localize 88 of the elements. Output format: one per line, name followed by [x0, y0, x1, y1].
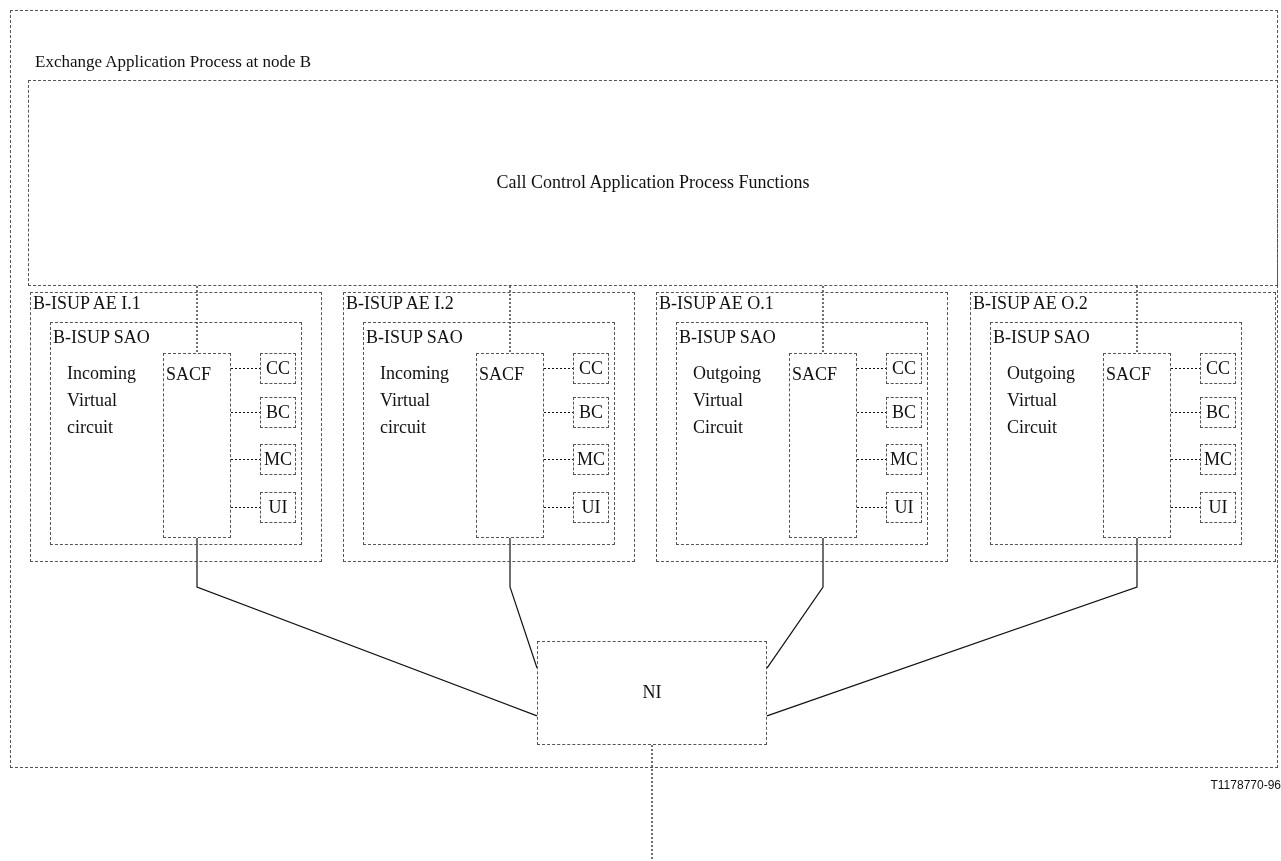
box-label: B-ISUP AE I.2: [346, 292, 454, 315]
box-label: UI: [268, 496, 288, 519]
dotted-box: [343, 292, 635, 562]
connector-line: [1170, 367, 1201, 370]
connector-line: [509, 537, 538, 669]
connector-line: [230, 411, 261, 414]
connector-line: [766, 537, 1138, 717]
dotted-box: [1200, 492, 1236, 523]
connector-line: [543, 367, 574, 370]
dotted-box: [28, 80, 1278, 286]
connector-line: [856, 411, 887, 414]
connector-line: [1170, 458, 1201, 461]
connector-line: [509, 285, 511, 354]
box-label: MC: [890, 448, 918, 471]
dotted-box: [886, 353, 922, 384]
connector-line: [543, 458, 574, 461]
connector-line: [822, 285, 824, 354]
box-label: MC: [264, 448, 292, 471]
connector-line: [230, 458, 261, 461]
dotted-box: [50, 322, 302, 545]
figure-code: T1178770-96: [1210, 778, 1281, 792]
connector-line: [196, 285, 198, 354]
box-label: BC: [266, 401, 290, 424]
connector-line: [856, 458, 887, 461]
connector-line: [651, 744, 653, 861]
dotted-box: [260, 492, 296, 523]
dotted-box: [886, 492, 922, 523]
connector-line: [196, 537, 538, 717]
connector-line: [856, 506, 887, 509]
box-label: Outgoing Virtual Circuit: [693, 362, 762, 439]
dotted-box: [886, 397, 922, 428]
box-label: B-ISUP AE I.1: [33, 292, 141, 315]
dotted-box: [1200, 353, 1236, 384]
box-label: B-ISUP SAO: [993, 326, 1090, 349]
box-label: SACF: [166, 363, 212, 386]
box-label: MC: [1204, 448, 1232, 471]
box-label: BC: [1206, 401, 1230, 424]
box-label: B-ISUP SAO: [53, 326, 150, 349]
dotted-box: [163, 353, 231, 538]
dotted-box: [573, 397, 609, 428]
connector-line: [543, 506, 574, 509]
box-label: Call Control Application Process Functions: [496, 171, 810, 194]
box-label: Exchange Application Process at node B: [35, 51, 312, 73]
box-label: BC: [892, 401, 916, 424]
box-label: CC: [892, 357, 916, 380]
dotted-box: [990, 322, 1242, 545]
box-label: B-ISUP SAO: [679, 326, 776, 349]
connector-line: [543, 411, 574, 414]
box-label: B-ISUP SAO: [366, 326, 463, 349]
box-label: CC: [579, 357, 603, 380]
box-label: B-ISUP AE O.1: [659, 292, 774, 315]
dotted-box: [573, 353, 609, 384]
dotted-box: [573, 492, 609, 523]
box-label: CC: [1206, 357, 1230, 380]
connector-line: [230, 367, 261, 370]
connector-line: [230, 506, 261, 509]
dotted-box: [970, 292, 1276, 562]
dotted-box: [537, 641, 767, 745]
dotted-box: [363, 322, 615, 545]
dotted-box: [1103, 353, 1171, 538]
box-label: SACF: [792, 363, 838, 386]
box-label: SACF: [479, 363, 525, 386]
dotted-box: [676, 322, 928, 545]
box-label: MC: [577, 448, 605, 471]
box-label: UI: [1208, 496, 1228, 519]
dotted-box: [260, 353, 296, 384]
dotted-box: [10, 10, 1278, 768]
box-label: CC: [266, 357, 290, 380]
dotted-box: [260, 397, 296, 428]
box-label: Incoming Virtual circuit: [67, 362, 137, 439]
box-label: BC: [579, 401, 603, 424]
box-label: Outgoing Virtual Circuit: [1007, 362, 1076, 439]
box-label: Incoming Virtual circuit: [380, 362, 450, 439]
box-label: B-ISUP AE O.2: [973, 292, 1088, 315]
dotted-box: [476, 353, 544, 538]
connector-line: [1170, 411, 1201, 414]
connector-line: [856, 367, 887, 370]
connector-line: [766, 537, 824, 669]
dotted-box: [1200, 397, 1236, 428]
box-label: UI: [894, 496, 914, 519]
connector-line: [1136, 285, 1138, 354]
box-label: SACF: [1106, 363, 1152, 386]
connector-line: [1170, 506, 1201, 509]
dotted-box: [30, 292, 322, 562]
box-label: UI: [581, 496, 601, 519]
dotted-box: [656, 292, 948, 562]
box-label: NI: [642, 681, 662, 704]
dotted-box: [789, 353, 857, 538]
